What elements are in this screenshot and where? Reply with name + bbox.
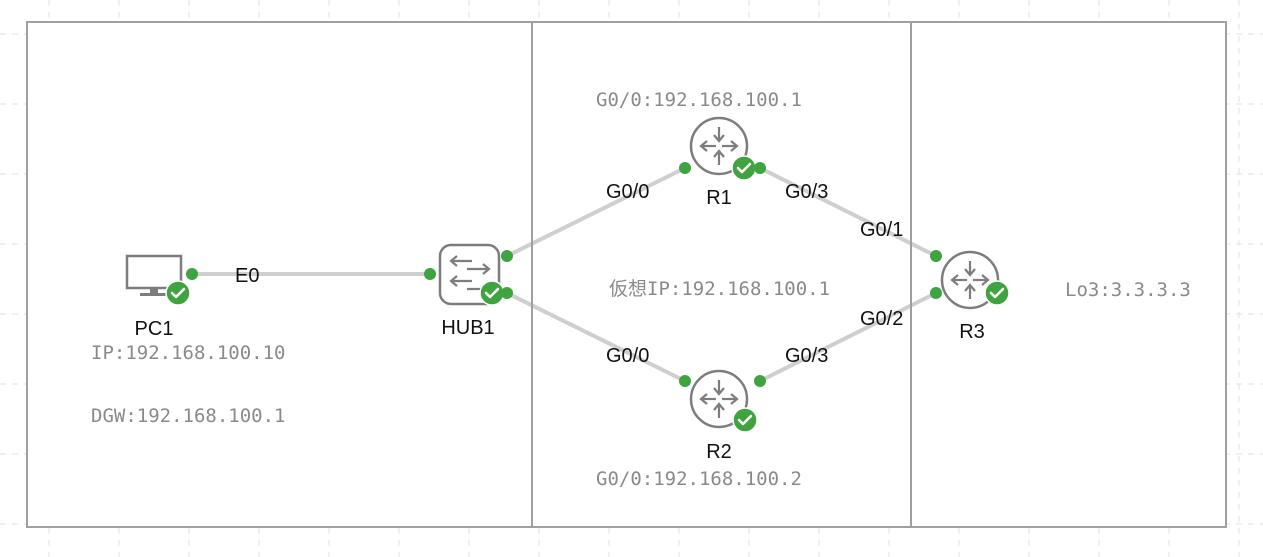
note-virtual-ip[interactable]: 仮想IP:192.168.100.1	[609, 278, 830, 300]
node-r1[interactable]: R1	[689, 116, 749, 209]
node-label-r1: R1	[706, 187, 732, 209]
status-ok-icon	[164, 279, 192, 307]
node-label-r3: R3	[959, 321, 985, 343]
port-label-pc1-e0: E0	[235, 265, 259, 287]
port-r1-g0-3[interactable]	[754, 162, 766, 174]
link-r2-r3[interactable]	[759, 291, 937, 383]
port-label-r3-g0-2: G0/2	[860, 308, 903, 330]
note-pc1-ip[interactable]: IP:192.168.100.10	[91, 342, 285, 364]
node-pc1[interactable]: PC1	[125, 254, 192, 340]
port-r1-g0-0[interactable]	[679, 162, 691, 174]
node-r2[interactable]: R2	[689, 369, 749, 463]
port-label-r2-g0-3: G0/3	[785, 345, 828, 367]
port-hub1-to-r1[interactable]	[501, 250, 513, 262]
link-hub1-r1[interactable]	[506, 166, 686, 258]
port-r2-g0-0[interactable]	[679, 375, 691, 387]
note-r1-ip[interactable]: G0/0:192.168.100.1	[596, 89, 802, 111]
link-hub1-r2[interactable]	[506, 291, 686, 383]
status-ok-icon	[478, 279, 506, 307]
status-ok-icon	[730, 154, 758, 182]
port-hub1-to-pc1[interactable]	[424, 268, 436, 280]
note-pc1-gateway[interactable]: DGW:192.168.100.1	[91, 405, 285, 427]
port-hub1-to-r2[interactable]	[501, 287, 513, 299]
node-r3[interactable]: R3	[940, 250, 1000, 343]
port-pc1-e0[interactable]	[186, 268, 198, 280]
port-r2-g0-3[interactable]	[754, 375, 766, 387]
port-r3-g0-2[interactable]	[930, 287, 942, 299]
node-label-pc1: PC1	[135, 318, 174, 340]
port-label-r3-g0-1: G0/1	[860, 219, 903, 241]
note-r3-loopback[interactable]: Lo3:3.3.3.3	[1065, 279, 1191, 301]
status-ok-icon	[731, 406, 759, 434]
node-label-hub1: HUB1	[441, 317, 494, 339]
status-ok-icon	[983, 279, 1011, 307]
node-label-r2: R2	[706, 441, 732, 463]
link-r1-r3[interactable]	[759, 166, 937, 258]
port-label-r1-g0-0: G0/0	[606, 181, 649, 203]
port-label-r1-g0-3: G0/3	[785, 181, 828, 203]
port-label-r2-g0-0: G0/0	[606, 345, 649, 367]
port-r3-g0-1[interactable]	[930, 250, 942, 262]
note-r2-ip[interactable]: G0/0:192.168.100.2	[596, 468, 802, 490]
